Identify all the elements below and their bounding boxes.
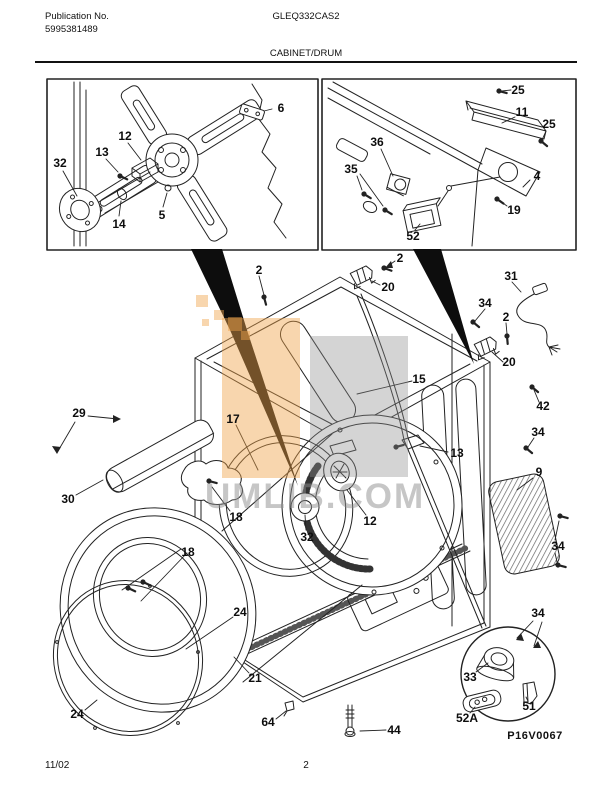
callout-2: 2 [396,251,404,265]
model-number: GLEQ332CAS2 [272,11,340,22]
callout-24: 24 [70,707,84,721]
callout-9: 9 [535,465,543,479]
leader-wedges [191,249,474,486]
callout-5: 5 [158,208,166,222]
callout-20: 20 [502,355,516,369]
callout-44: 44 [387,723,401,737]
section-title: CABINET/DRUM [269,48,343,59]
detail-circle-drawing [460,626,556,722]
callout-2: 2 [255,263,263,277]
callout-31: 31 [504,269,518,283]
footer-revision-date: 11/02 [45,760,70,771]
footer-page-number: 2 [303,760,309,771]
callout-42: 42 [536,399,550,413]
callout-6: 6 [277,101,285,115]
callout-25: 25 [542,117,556,131]
drum-drawing [52,293,487,736]
callout-32: 32 [300,530,314,544]
callout-34: 34 [531,606,545,620]
callout-19: 19 [507,203,521,217]
callout-14: 14 [112,217,126,231]
inset-left-drawing [46,78,319,251]
callout-36: 36 [370,135,384,149]
callout-2: 2 [502,310,510,324]
callout-18: 18 [229,510,243,524]
callout-32: 32 [53,156,67,170]
header-rule [35,61,577,63]
callout-21: 21 [248,671,262,685]
figure-code: P16V0067 [507,730,563,742]
inset-right-drawing [321,78,577,251]
leader-lines [52,260,570,732]
callout-33: 33 [463,670,477,684]
callout-24: 24 [233,605,247,619]
callout-12: 12 [118,129,132,143]
callout-52A: 52A [455,711,479,725]
callout-17: 17 [226,412,240,426]
callout-64: 64 [261,715,275,729]
callout-20: 20 [381,280,395,294]
callout-11: 11 [515,105,529,119]
publication-number: 5995381489 [45,24,98,35]
callout-4: 4 [533,169,541,183]
publication-label: Publication No. [45,11,109,22]
callout-34: 34 [531,425,545,439]
callout-12: 12 [363,514,377,528]
callout-25: 25 [511,83,525,97]
callout-51: 51 [522,699,536,713]
callout-15: 15 [412,372,426,386]
callout-29: 29 [72,406,86,420]
callout-13: 13 [450,446,464,460]
callout-30: 30 [61,492,75,506]
callout-18: 18 [181,545,195,559]
callout-13: 13 [95,145,109,159]
callout-34: 34 [478,296,492,310]
callout-35: 35 [344,162,358,176]
callout-34: 34 [551,539,565,553]
callout-52: 52 [406,229,420,243]
